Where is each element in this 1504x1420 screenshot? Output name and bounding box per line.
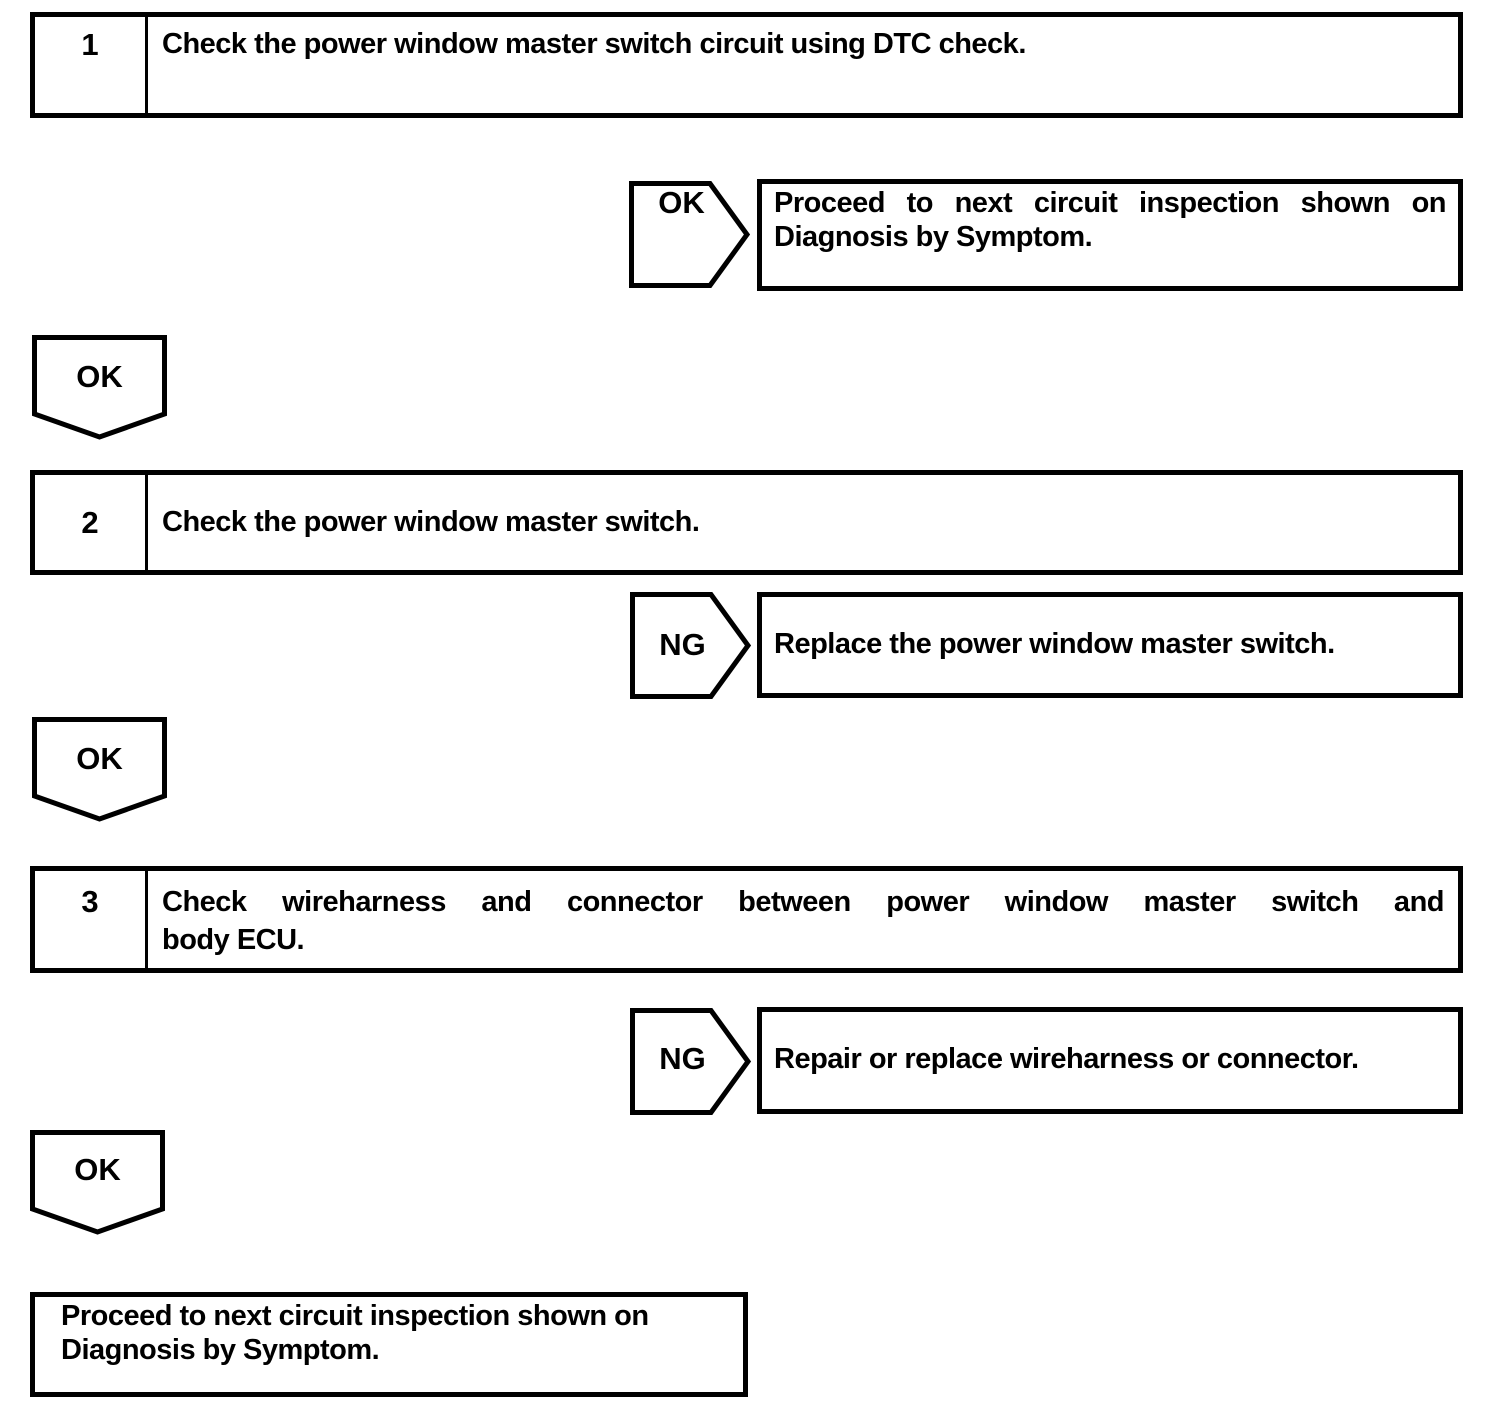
ok-arrow-down-icon-1 <box>32 335 167 440</box>
step-2-number: 2 <box>35 475 148 570</box>
step-1-text: Check the power window master switch cir… <box>162 28 1026 60</box>
ng-arrow-right-label-2: NG <box>659 1041 706 1076</box>
step-3-text-line-2: body ECU. <box>162 924 305 956</box>
ng-arrow-right-icon-2 <box>630 1008 752 1115</box>
terminal-line-1: Proceed to next circuit inspection shown… <box>61 1300 649 1332</box>
step-box-2: 2 Check the power window master switch. <box>30 470 1463 575</box>
ng-arrow-right-icon-1 <box>630 592 752 699</box>
ng-arrow-right-label-1: NG <box>659 627 706 662</box>
ok-arrow-right-label: OK <box>658 185 705 220</box>
result-1-line-1: Proceed to next circuit inspection shown… <box>774 187 1447 219</box>
result-box-1: Proceed to next circuit inspection shown… <box>757 179 1463 291</box>
step-3-text-line-1: Check wireharness and connector between … <box>162 886 1445 918</box>
terminal-box: Proceed to next circuit inspection shown… <box>30 1292 748 1397</box>
result-2-line-1: Replace the power window master switch. <box>774 628 1335 660</box>
terminal-line-2: Diagnosis by Symptom. <box>61 1334 380 1366</box>
result-box-2: Replace the power window master switch. <box>757 592 1463 698</box>
ok-arrow-down-icon-2 <box>32 717 167 822</box>
result-box-3: Repair or replace wireharness or connect… <box>757 1007 1463 1114</box>
result-1-line-2: Diagnosis by Symptom. <box>774 221 1093 253</box>
ok-arrow-down-label-3: OK <box>74 1152 121 1187</box>
result-3-line-1: Repair or replace wireharness or connect… <box>774 1043 1359 1075</box>
step-box-3: 3 Check wireharness and connector betwee… <box>30 866 1463 973</box>
step-1-number: 1 <box>35 17 148 113</box>
ok-arrow-down-label-1: OK <box>76 359 123 394</box>
step-3-number: 3 <box>35 871 148 968</box>
ok-arrow-down-icon-3 <box>30 1130 165 1235</box>
ok-arrow-down-label-2: OK <box>76 741 123 776</box>
step-2-text: Check the power window master switch. <box>162 506 700 538</box>
ok-arrow-right-icon <box>629 181 751 288</box>
step-box-1: 1 Check the power window master switch c… <box>30 12 1463 118</box>
